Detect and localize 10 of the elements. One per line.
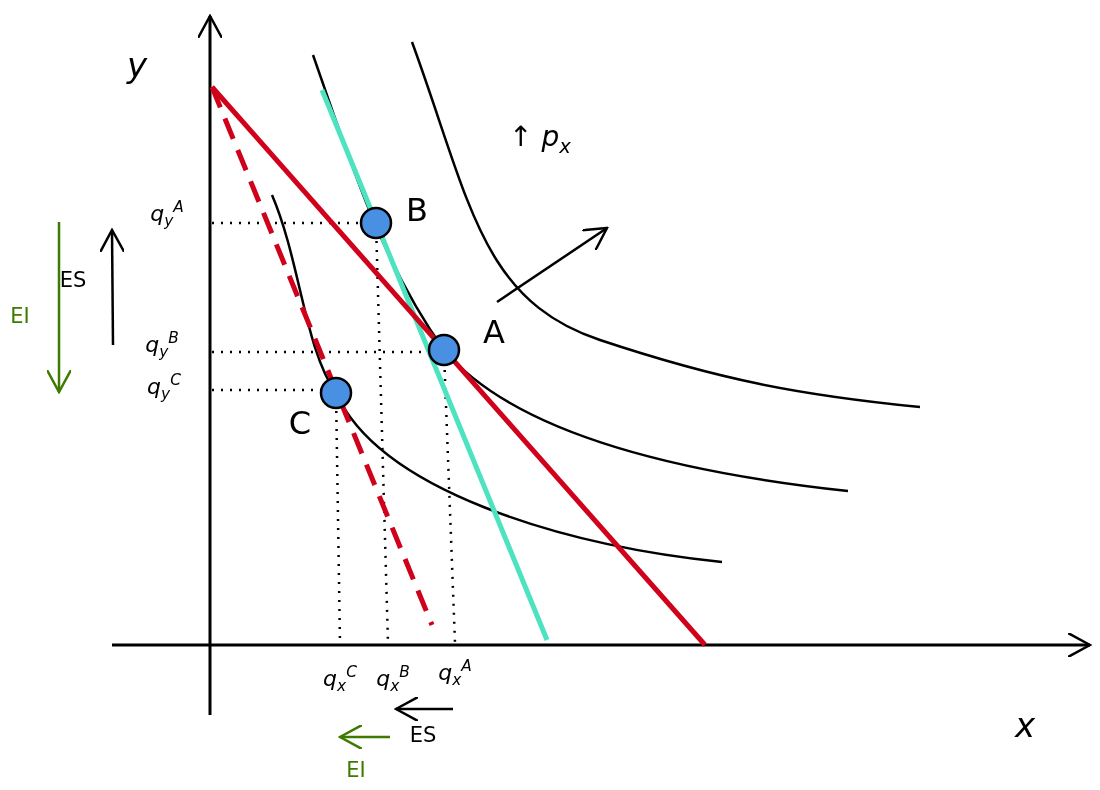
axis-label: x [1014,708,1036,742]
effect-label: EI [10,305,30,327]
effect-label: EI [346,759,366,781]
point-label: B [406,194,428,226]
point-label: A [483,316,505,348]
price-label: ↑ p$_{x}$ [509,123,571,157]
effect-label: ES [409,724,437,746]
effect-label: ES [59,269,87,291]
point-label: C [288,407,312,439]
axis-label: y [126,48,148,82]
